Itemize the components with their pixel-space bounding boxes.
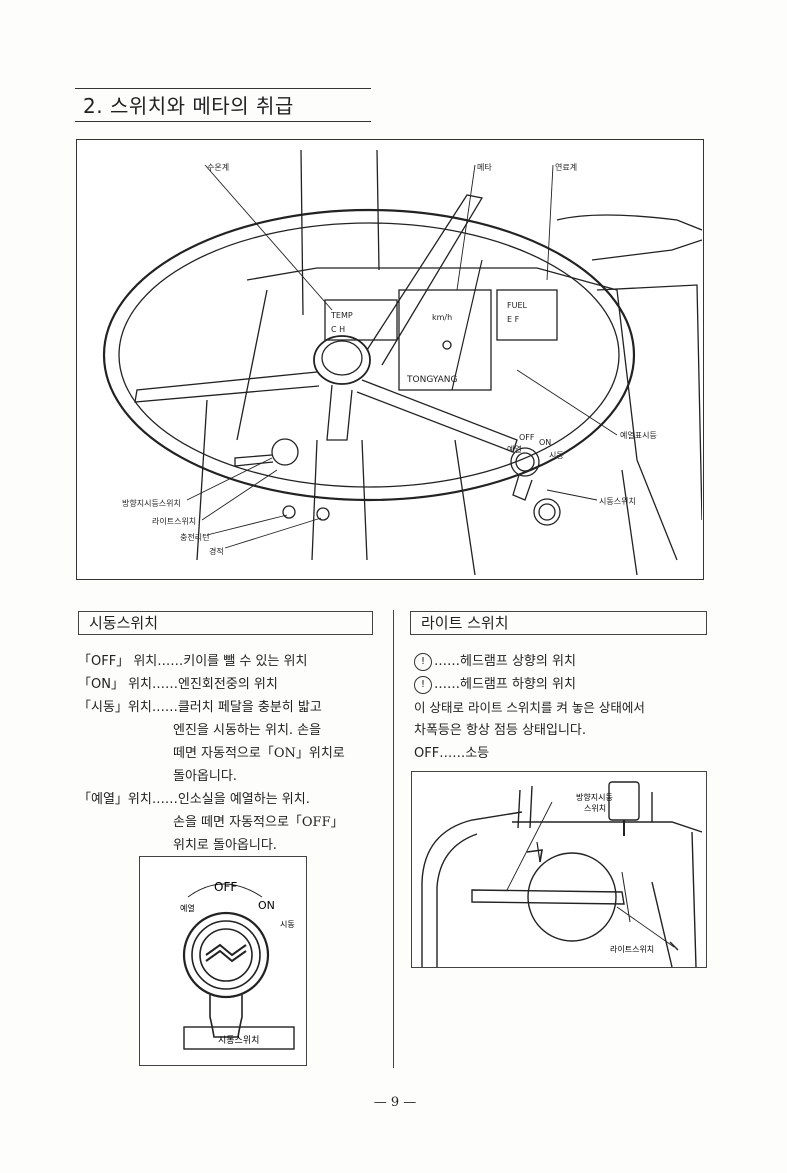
key-switch-caption: 시동스위치 (218, 1034, 259, 1046)
key-preheat-label: 예열 (507, 444, 522, 454)
light-item-note1: 이 상태로 라이트 스위치를 켜 놓은 상태에서 (414, 700, 645, 715)
headlamp-low-icon: ! (414, 675, 432, 694)
fuel-gauge-label: FUEL (507, 301, 528, 310)
headlamp-high-icon: ! (414, 652, 432, 671)
start-item-start: 「시동」위치……클러치 페달을 충분히 밟고 (78, 700, 322, 715)
light-switch-callout: 라이트스위치 (152, 516, 196, 526)
turn-signal-callout: 방향지시등스위치 (122, 498, 181, 508)
start-item-start-line3: 떼면 자동적으로「ON」위치로 (173, 746, 345, 761)
meter-callout: 메타 (477, 163, 492, 172)
key-on-label: ON (539, 438, 551, 447)
key-preheat-text: 예열 (180, 903, 195, 913)
temp-gauge-callout: 수온계 (207, 162, 229, 172)
start-item-preheat-line2: 손을 떼면 자동적으로「OFF」 (173, 815, 344, 830)
preheat-lamp-callout: 예열표시등 (620, 430, 657, 440)
key-switch-illustration: OFF ON 예열 시동 시동스위치 (180, 880, 295, 1050)
turn-signal-label-line1: 방향지시등 (576, 792, 613, 802)
light-switch-label: 라이트스위치 (610, 944, 654, 954)
light-switch-figure: 방향지시등 스위치 라이트스위치 (411, 771, 707, 968)
column-divider (393, 610, 394, 1068)
charge-lamp-callout: 충전리턴 (180, 532, 209, 542)
start-switch-title: 시동스위치 (78, 611, 373, 635)
key-on-text: ON (258, 899, 275, 912)
speed-unit-label: km/h (432, 313, 452, 322)
page-number: — 9 — (373, 1095, 417, 1110)
dashboard-illustration: TEMP C H km/h TONGYANG FUEL E F 예열 OFF O… (102, 149, 703, 576)
light-item-high: !……헤드램프 상향의 위치 (414, 650, 576, 673)
light-item-off: OFF……소등 (414, 746, 490, 761)
fuel-gauge-callout: 연료계 (555, 162, 577, 172)
key-off-text: OFF (214, 880, 237, 894)
fuel-scale-label: E F (507, 315, 520, 324)
temp-gauge-label: TEMP (330, 311, 353, 320)
start-item-on: 「ON」 위치……엔진회전중의 위치 (78, 677, 278, 692)
temp-scale-label: C H (331, 325, 345, 334)
key-start-label: 시동 (549, 451, 564, 460)
start-item-preheat-line3: 위치로 돌아옵니다. (173, 838, 277, 853)
dashboard-figure: TEMP C H km/h TONGYANG FUEL E F 예열 OFF O… (76, 139, 704, 580)
start-switch-callout: 시동스위치 (599, 497, 636, 506)
start-item-preheat: 「예열」위치……인소실을 예열하는 위치. (78, 792, 310, 807)
brand-label: TONGYANG (406, 375, 458, 385)
start-item-start-line4: 돌아옵니다. (173, 769, 237, 784)
key-off-label: OFF (519, 433, 535, 442)
light-item-note2: 차폭등은 항상 점등 상태입니다. (414, 723, 587, 738)
start-item-off: 「OFF」 위치……키이를 뺄 수 있는 위치 (78, 654, 308, 669)
light-item-low: !……헤드램프 하향의 위치 (414, 673, 576, 696)
start-item-start-line2: 엔진을 시동하는 위치. 손을 (173, 723, 322, 738)
key-switch-figure: OFF ON 예열 시동 시동스위치 (139, 856, 307, 1066)
turn-signal-label-line2: 스위치 (584, 804, 606, 813)
horn-callout: 경적 (209, 546, 224, 556)
key-start-text: 시동 (280, 920, 295, 929)
light-switch-title: 라이트 스위치 (410, 611, 707, 635)
light-switch-illustration: 방향지시등 스위치 라이트스위치 (421, 781, 703, 968)
section-title: 2. 스위치와 메타의 취급 (75, 88, 371, 122)
